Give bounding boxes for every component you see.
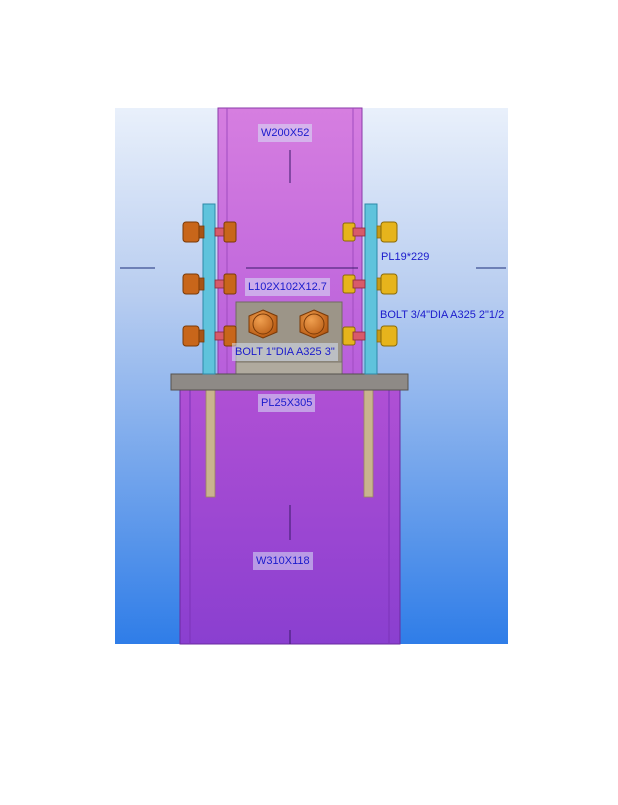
side-bolt-left-3 — [182, 325, 237, 347]
label-side-bolt: BOLT 3/4"DIA A325 2"1/2 — [380, 309, 505, 321]
label-splice-plate: PL19*229 — [381, 251, 430, 263]
angle-cleat — [235, 301, 343, 375]
label-upper-column: W200X52 — [258, 124, 313, 142]
label-angle-bolt: BOLT 1"DIA A325 3" — [232, 343, 338, 361]
lower-column — [179, 386, 401, 645]
label-lower-column: W310X118 — [253, 552, 313, 570]
side-bolts-left — [182, 221, 237, 347]
anchor-rod-left — [205, 388, 216, 498]
side-bolt-left-1 — [182, 221, 237, 243]
splice-plate-left — [202, 203, 216, 375]
side-bolt-left-2 — [182, 273, 237, 295]
side-bolts-right — [342, 221, 398, 347]
angle-bolt-2 — [299, 309, 329, 339]
anchor-rod-right — [363, 388, 374, 498]
splice-plate-right — [364, 203, 378, 375]
side-bolt-right-1 — [342, 221, 398, 243]
label-angle: L102X102X12.7 — [245, 278, 330, 296]
side-bolt-right-2 — [342, 273, 398, 295]
side-bolt-right-3 — [342, 325, 398, 347]
label-base-plate: PL25X305 — [258, 394, 316, 412]
base-plate — [170, 373, 409, 391]
angle-bolt-1 — [248, 309, 278, 339]
